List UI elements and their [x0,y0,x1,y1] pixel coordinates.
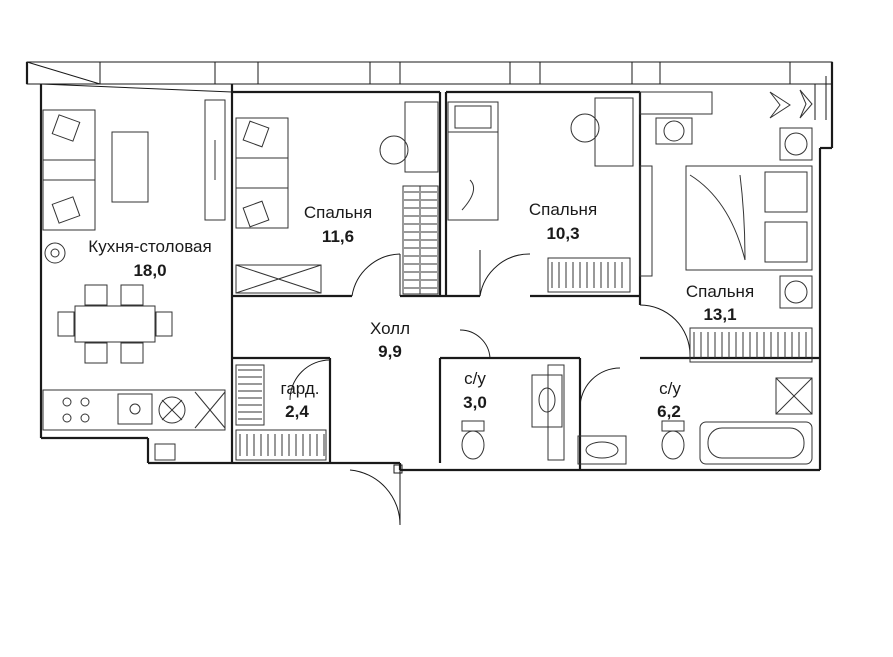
room-area-bedroom1: 11,6 [322,227,354,246]
room-label-bath1: с/у [464,369,486,388]
room-area-bath1: 3,0 [463,393,487,412]
kitchen-furniture [42,99,226,461]
room-label-hall: Холл [370,319,410,338]
room-area-kitchen: 18,0 [133,261,166,280]
room-area-wardrobe: 2,4 [285,402,309,421]
bath1-furniture [461,364,565,461]
room-area-bedroom3: 13,1 [703,305,736,324]
doors [289,250,691,526]
interior-walls [232,90,820,470]
room-label-wardrobe: гард. [281,379,320,398]
room-area-bath2: 6,2 [657,402,681,421]
room-label-bedroom3: Спальня [686,282,754,301]
shelving-marks [238,191,807,456]
room-label-bedroom1: Спальня [304,203,372,222]
bath2-furniture [577,377,813,465]
room-label-kitchen: Кухня-столовая [88,237,211,256]
room-area-bedroom2: 10,3 [546,224,579,243]
outer-walls [25,61,834,472]
room-label-bedroom2: Спальня [529,200,597,219]
bedroom3-furniture [639,89,813,363]
wardrobe-furniture [235,364,327,461]
bedroom1-furniture [235,101,439,295]
bedroom2-furniture [447,97,634,293]
room-label-bath2: с/у [659,379,681,398]
room-area-hall: 9,9 [378,342,402,361]
